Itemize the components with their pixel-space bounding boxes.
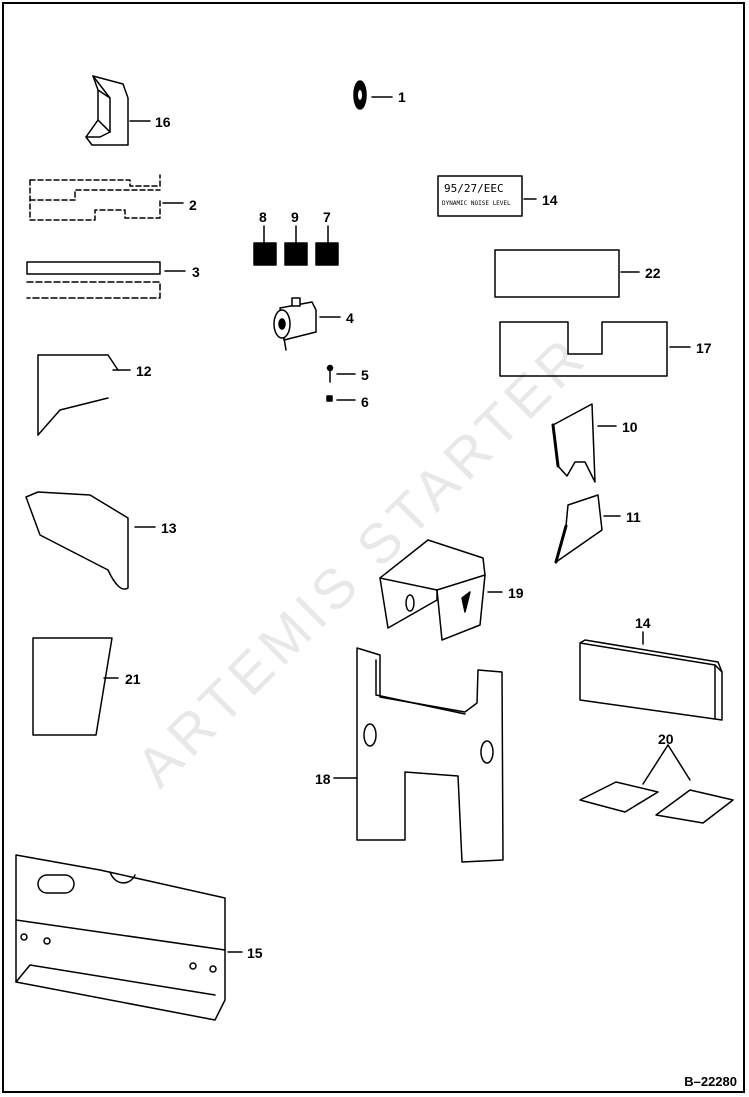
part-22-panel xyxy=(494,249,640,298)
callout-18: 18 xyxy=(315,771,331,787)
callout-8: 8 xyxy=(259,209,267,225)
svg-text:85: 85 xyxy=(262,255,272,264)
figure-id: B–22280 xyxy=(684,1074,737,1089)
callout-14-decal: 14 xyxy=(542,192,558,208)
callout-15: 15 xyxy=(247,945,263,961)
part-18-panel xyxy=(333,647,504,863)
svg-text:104: 104 xyxy=(321,255,336,264)
callout-19: 19 xyxy=(508,585,524,601)
part-19-cover xyxy=(379,539,503,641)
decal-9: 103 xyxy=(284,225,308,266)
decal-8: 85 xyxy=(253,225,277,266)
callout-20: 20 xyxy=(658,731,674,747)
svg-text:103: 103 xyxy=(290,255,305,264)
part-1-grommet xyxy=(353,80,393,110)
part-14-noise-decal: 95/27/EEC DYNAMIC NOISE LEVEL xyxy=(437,175,537,217)
decal-7: 104 xyxy=(315,225,339,266)
callout-2: 2 xyxy=(189,197,197,213)
part-15-panel xyxy=(15,854,243,1021)
part-2-foam-strip xyxy=(29,174,161,221)
part-6-nut xyxy=(326,395,356,402)
callout-16: 16 xyxy=(155,114,171,130)
callout-22: 22 xyxy=(645,265,661,281)
callout-5: 5 xyxy=(361,367,369,383)
part-4-alarm xyxy=(273,297,341,351)
svg-text:DYNAMIC NOISE LEVEL: DYNAMIC NOISE LEVEL xyxy=(442,200,511,207)
part-5-bolt xyxy=(326,364,356,383)
callout-14-block: 14 xyxy=(635,615,651,631)
callout-6: 6 xyxy=(361,394,369,410)
part-21-foam xyxy=(32,637,119,736)
part-11-foam xyxy=(554,494,621,564)
part-17-panel xyxy=(499,321,691,377)
part-3-strips xyxy=(26,261,186,299)
callout-13: 13 xyxy=(161,520,177,536)
callout-9: 9 xyxy=(291,209,299,225)
part-16-bracket xyxy=(85,75,151,146)
callout-17: 17 xyxy=(696,340,712,356)
part-13-foam xyxy=(25,491,156,590)
part-20-pads xyxy=(579,744,734,824)
callout-10: 10 xyxy=(622,419,638,435)
part-12-foam xyxy=(37,354,131,436)
callout-3: 3 xyxy=(192,264,200,280)
callout-1: 1 xyxy=(398,89,406,105)
svg-text:95/27/EEC: 95/27/EEC xyxy=(444,182,504,195)
callout-7: 7 xyxy=(323,209,331,225)
part-10-foam xyxy=(551,403,617,483)
part-14-block xyxy=(579,631,723,721)
callout-21: 21 xyxy=(125,671,141,687)
callout-11: 11 xyxy=(626,509,641,525)
callout-12: 12 xyxy=(136,363,152,379)
callout-4: 4 xyxy=(346,310,354,326)
